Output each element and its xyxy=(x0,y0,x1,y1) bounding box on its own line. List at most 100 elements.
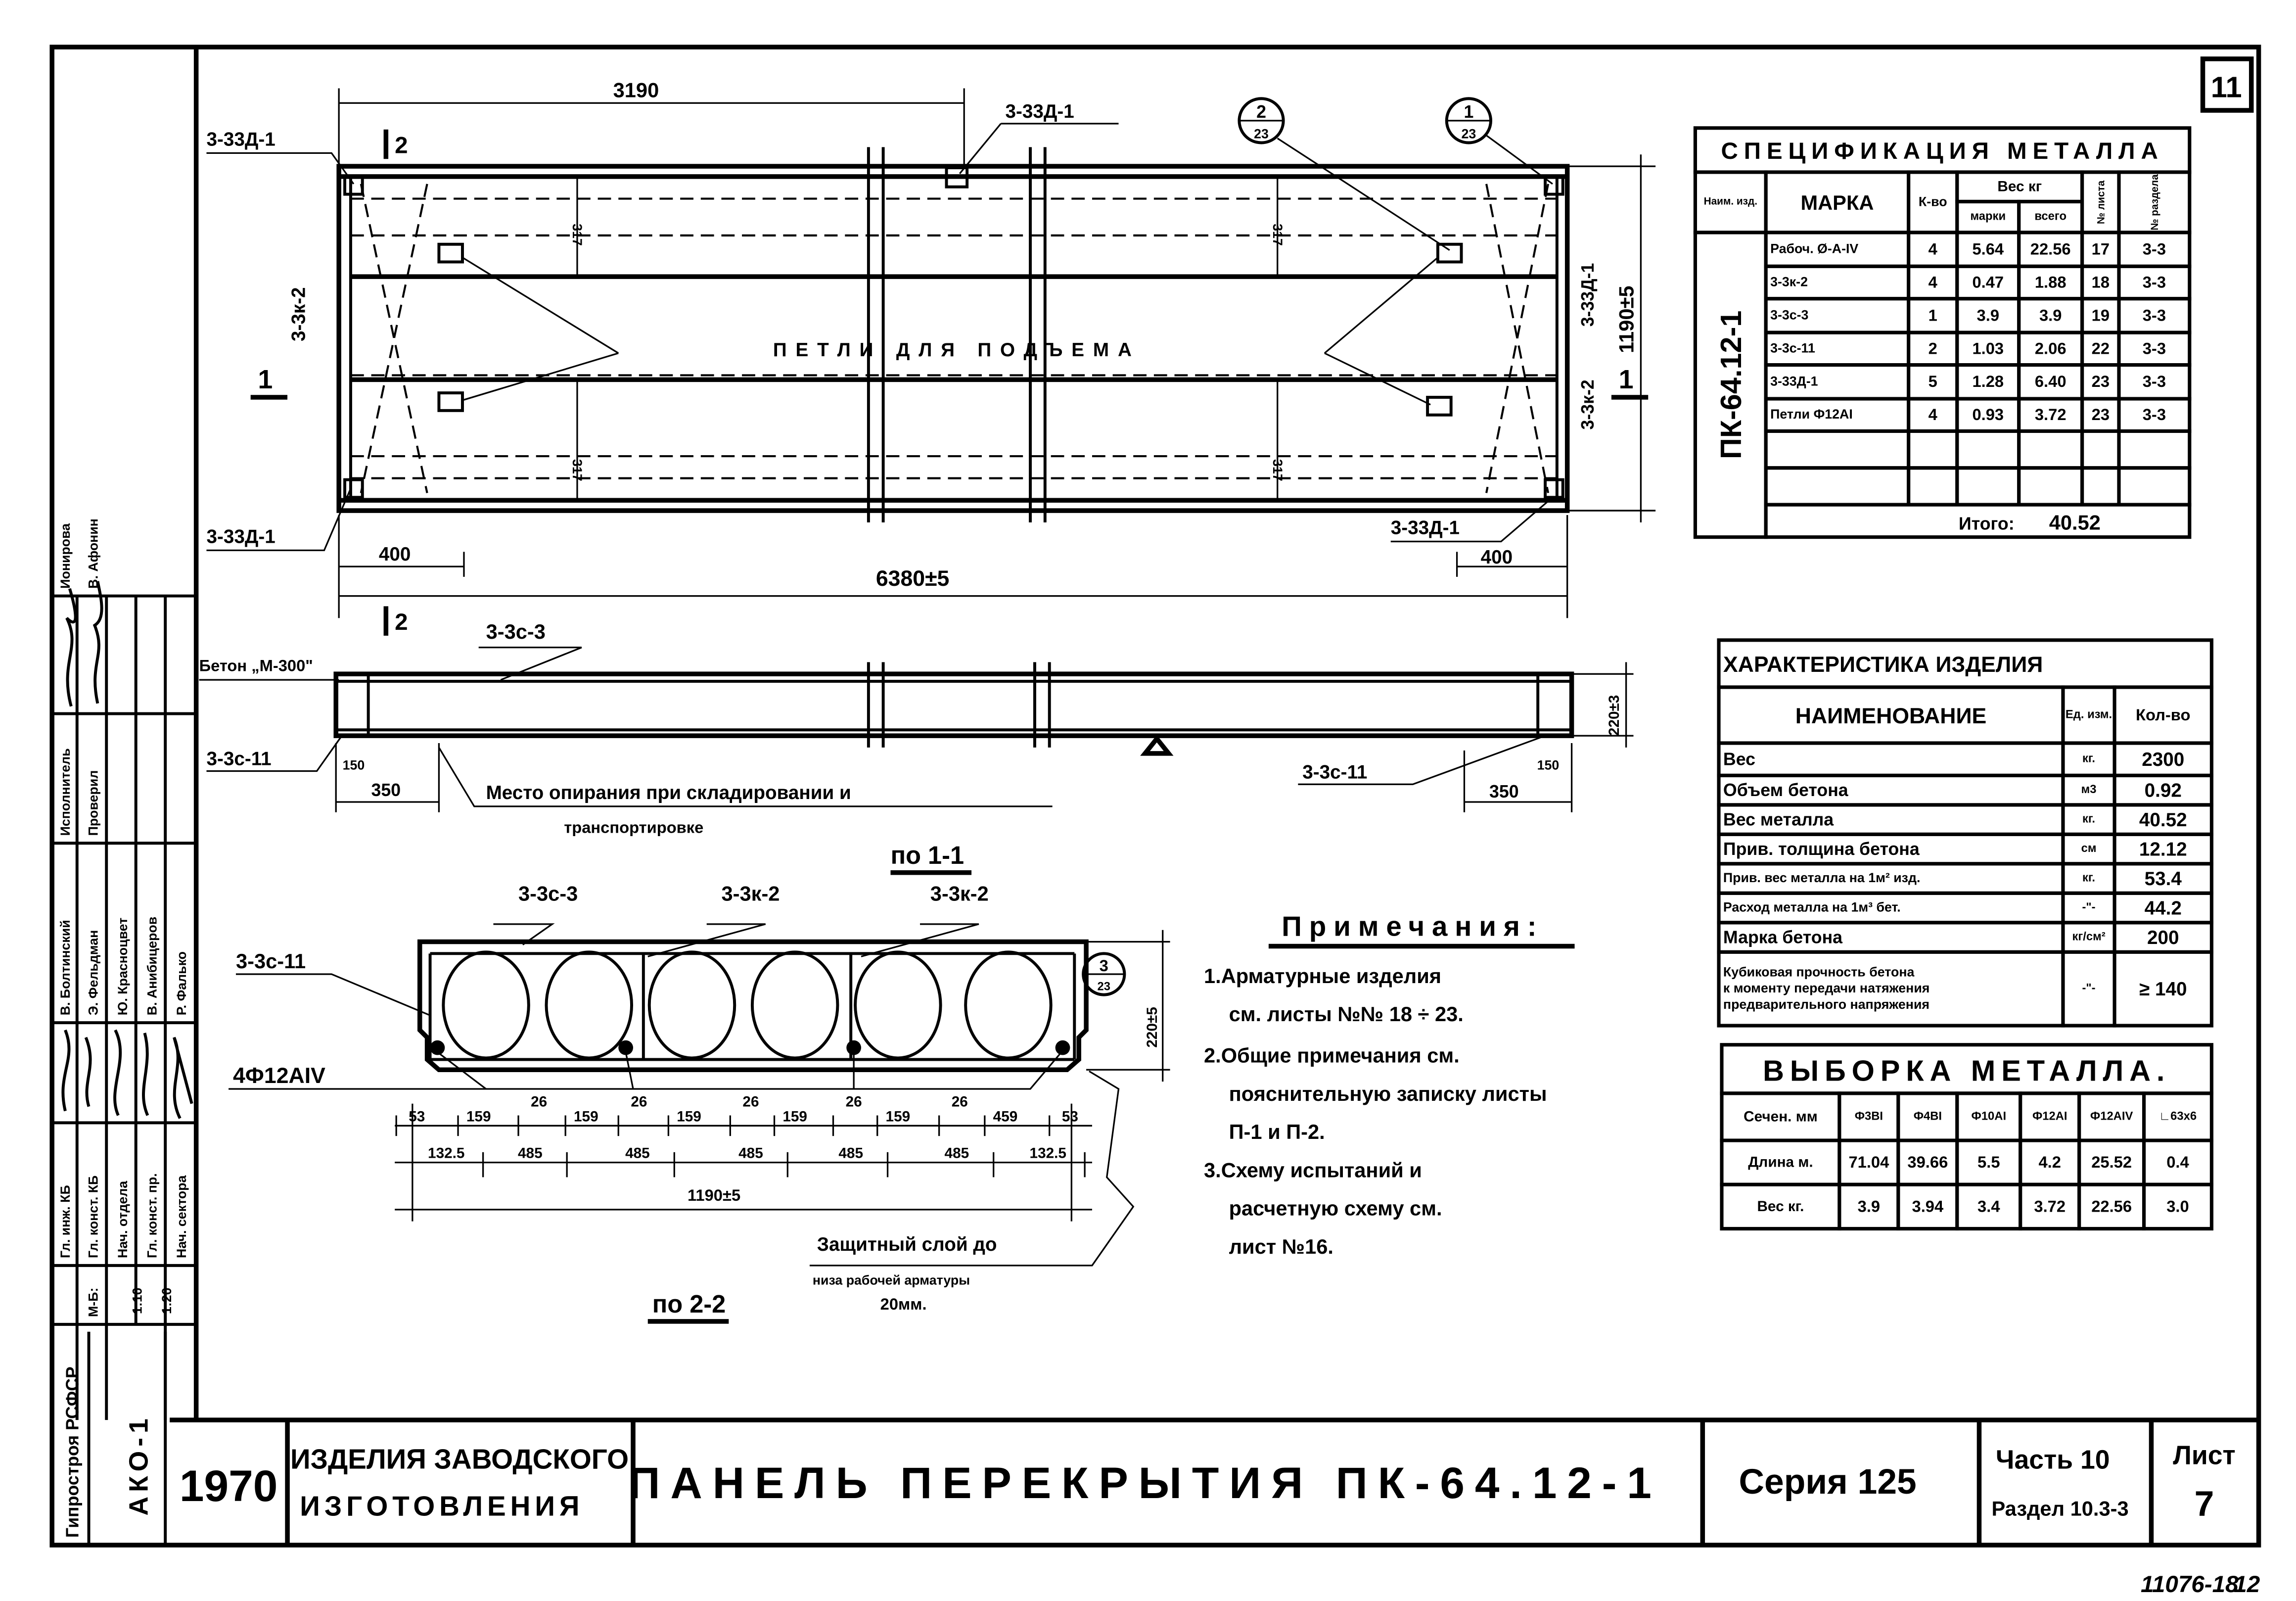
section-1-right: 1 xyxy=(1619,365,1634,394)
selection-value-cell xyxy=(1896,1182,1959,1231)
header-qty-cell xyxy=(2112,685,2213,745)
spec-value: 0.47 xyxy=(1972,273,2004,291)
selection-value-cell xyxy=(2142,1182,2213,1231)
char-value: 44.2 xyxy=(2145,898,2182,919)
spec-mark-cell xyxy=(1764,466,1911,507)
drawing-title: ПАНЕЛЬ ПЕРЕКРЫТИЯ ПК-64.12-1 xyxy=(628,1458,1661,1507)
dim-total: 1190±5 xyxy=(688,1186,740,1204)
dim-317: 317 xyxy=(570,459,585,481)
char-unit-cell xyxy=(2061,921,2116,954)
spec-value: 1.28 xyxy=(1972,372,2004,390)
mark-mid: 3-3к-2 xyxy=(721,882,780,905)
char-unit-cell xyxy=(2061,803,2116,836)
spec-total-label: Итого: xyxy=(1959,514,2015,534)
char-value: 200 xyxy=(2147,927,2179,948)
selection-header-cell xyxy=(1720,1091,1841,1142)
spec-value: 3.72 xyxy=(2035,405,2066,424)
stamp-name: Э. Фельдман xyxy=(86,930,100,1016)
char-value: 40.52 xyxy=(2139,809,2187,831)
spec-value-cell xyxy=(2080,231,2121,268)
char-name: Марка бетона xyxy=(1723,928,1843,947)
support-note-line-2: транспортировке xyxy=(564,818,703,836)
dim-400-right: 400 xyxy=(1481,547,1513,568)
spec-mark: 3-33Д-1 xyxy=(1770,374,1818,388)
mark-right: 3-3к-2 xyxy=(930,882,989,905)
header-sheet: № листа xyxy=(2095,180,2107,224)
lifting-loop-icon xyxy=(437,242,1463,417)
dim-150-left: 150 xyxy=(343,758,365,773)
mark-bottom-left: 3-33Д-1 xyxy=(206,526,275,548)
detail-callout-1: 1 23 xyxy=(1445,97,1553,185)
spec-value: 1.03 xyxy=(1972,339,2004,357)
stamp-name: Р. Фалько xyxy=(174,951,189,1015)
selection-title: ВЫБОРКА МЕТАЛЛА. xyxy=(1763,1054,2170,1087)
header-mark: МАРКА xyxy=(1800,191,1874,214)
selection-value: 4.2 xyxy=(2038,1153,2061,1171)
spec-value: 3-3 xyxy=(2143,405,2166,424)
selection-value: 3.94 xyxy=(1912,1197,1944,1215)
spec-value: 4 xyxy=(1929,273,1938,291)
selection-header-cell xyxy=(1837,1091,1900,1142)
char-unit: см xyxy=(2081,842,2097,855)
category-line-1: ИЗДЕЛИЯ ЗАВОДСКОГО xyxy=(290,1443,629,1474)
dim-row2: 485 xyxy=(625,1145,650,1162)
mark-top-mid: 3-33Д-1 xyxy=(1005,101,1074,122)
dim-height: 220±5 xyxy=(1144,1007,1160,1047)
section-2-bottom: 2 xyxy=(395,609,408,635)
spec-mark: 3-3с-3 xyxy=(1770,307,1808,322)
spec-value-cell xyxy=(2080,466,2121,507)
callout-3-number: 3 xyxy=(1100,956,1108,975)
char-name: Вес металла xyxy=(1723,810,1834,830)
longitudinal-section: Бетон „М-300" 3-3с-3 3-3с-11 3-3с-11 150… xyxy=(199,620,1634,836)
part: Часть 10 xyxy=(1996,1445,2110,1474)
char-unit-cell xyxy=(2061,891,2116,925)
char-value: ≥ 140 xyxy=(2139,979,2187,1000)
callout-1-number: 1 xyxy=(1464,102,1473,122)
char-value-cell xyxy=(2112,921,2213,954)
header-name: НАИМЕНОВАНИЕ xyxy=(1795,704,1987,728)
mark-top: 3-3с-3 xyxy=(486,620,546,643)
section-title: по 1-1 xyxy=(891,841,964,869)
spec-mark-cell xyxy=(1764,397,1911,433)
spec-value: 18 xyxy=(2092,273,2110,291)
selection-value: 71.04 xyxy=(1848,1153,1889,1171)
note-line: 2.Общие примечания см. xyxy=(1204,1043,1460,1067)
header-section-cell xyxy=(2117,170,2192,235)
panel-plan-view: ПЕТЛИ ДЛЯ ПОДЪЕМА 3190 3-33Д-1 3-33Д-1 3… xyxy=(206,78,1656,636)
spec-value: 3-3 xyxy=(2143,372,2166,390)
filled-void xyxy=(647,950,736,1060)
char-name: Вес xyxy=(1723,750,1755,769)
stamp-position: Нач. отдела xyxy=(115,1180,130,1258)
char-unit: -"- xyxy=(2082,982,2095,995)
dim-row1: 26 xyxy=(631,1094,647,1110)
spec-value: 3-3 xyxy=(2143,339,2166,357)
spec-value: 23 xyxy=(2092,405,2110,424)
header-weight-total: всего xyxy=(2034,210,2066,223)
selection-value-cell xyxy=(2019,1182,2081,1231)
spec-mark: Петли Ф12АI xyxy=(1770,407,1853,422)
dim-row1: 159 xyxy=(574,1108,598,1125)
dim-317: 317 xyxy=(1270,459,1285,481)
spec-value-cell xyxy=(2080,429,2121,470)
selection-header: Сечен. мм xyxy=(1744,1108,1818,1125)
char-value-cell xyxy=(2112,803,2213,836)
char-name: Прив. толщина бетона xyxy=(1723,839,1920,859)
mark-top: 3-3с-3 xyxy=(518,882,578,905)
selection-value: 3.0 xyxy=(2166,1197,2189,1215)
spec-value: 1.88 xyxy=(2035,273,2066,291)
dim-3190: 3190 xyxy=(613,78,659,101)
notes-title: Примечания: xyxy=(1282,911,1544,942)
spec-value: 3.9 xyxy=(1977,306,1999,324)
stamp-role-name: Ионирова xyxy=(58,523,73,589)
header-weight-one: марки xyxy=(1971,210,2006,223)
spec-value: 4 xyxy=(1929,405,1938,424)
embedded-plate-icon xyxy=(343,166,1564,499)
cross-section: по 1-1 3-3с-3 3-3к-2 3-3к-2 3-3с-11 4Ф12… xyxy=(229,841,1170,1324)
header-sheet-cell xyxy=(2080,170,2121,235)
dim-400-left: 400 xyxy=(379,544,411,565)
spec-value: 3-3 xyxy=(2143,240,2166,258)
dim-row2: 485 xyxy=(838,1145,863,1162)
note-line: расчетную схему см. xyxy=(1229,1197,1442,1220)
